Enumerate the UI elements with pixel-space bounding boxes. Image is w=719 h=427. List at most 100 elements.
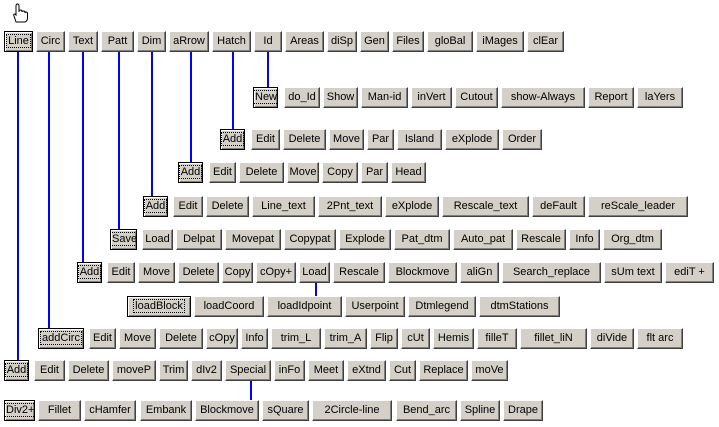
text-edit-button[interactable]: ediT +: [665, 262, 714, 283]
line-extnd-button[interactable]: eXtnd: [347, 360, 386, 381]
special-div2-button[interactable]: Div2+: [4, 400, 35, 421]
hatch-order-button[interactable]: Order: [502, 129, 542, 150]
id-new-button[interactable]: New: [253, 87, 278, 108]
text-move-button[interactable]: Move: [138, 262, 175, 283]
dim-line-text-button[interactable]: Line_text: [252, 196, 315, 217]
line-add-button[interactable]: Add: [4, 360, 29, 381]
circ-hemis-button[interactable]: Hemis: [433, 328, 474, 349]
circ-divide-button[interactable]: diVide: [590, 328, 634, 349]
textload-loadcoord-button[interactable]: loadCoord: [194, 296, 264, 317]
line-trim-button[interactable]: Trim: [159, 360, 188, 381]
special-embank-button[interactable]: Embank: [140, 400, 192, 421]
text-rescale-button[interactable]: Rescale: [333, 262, 385, 283]
hatch-add-button[interactable]: Add: [220, 129, 245, 150]
circ-flt-arc-button[interactable]: flt arc: [637, 328, 683, 349]
patt-pat-dtm-button[interactable]: Pat_dtm: [394, 229, 450, 250]
dim-edit-button[interactable]: Edit: [173, 196, 203, 217]
main-clear-button[interactable]: clEar: [527, 31, 564, 52]
circ-edit-button[interactable]: Edit: [89, 328, 116, 349]
textload-dtmlegend-button[interactable]: Dtmlegend: [408, 296, 476, 317]
textload-userpoint-button[interactable]: Userpoint: [345, 296, 405, 317]
id-show-always-button[interactable]: show-Always: [501, 87, 585, 108]
text-align-button[interactable]: aliGn: [460, 262, 499, 283]
arrow-move-button[interactable]: Move: [287, 162, 319, 183]
dim-delete-button[interactable]: Delete: [206, 196, 249, 217]
main-line-button[interactable]: Line: [4, 31, 33, 52]
patt-load-button[interactable]: Load: [142, 229, 173, 250]
id-layers-button[interactable]: laYers: [637, 87, 683, 108]
textload-loadblock-button[interactable]: loadBlock: [127, 296, 191, 317]
patt-rescale-button[interactable]: Rescale: [516, 229, 566, 250]
text-load-button[interactable]: Load: [299, 262, 330, 283]
main-files-button[interactable]: Files: [392, 31, 424, 52]
special-chamfer-button[interactable]: cHamfer: [84, 400, 136, 421]
text-sum-text-button[interactable]: sUm text: [604, 262, 662, 283]
line-delete-button[interactable]: Delete: [68, 360, 109, 381]
dim-explode-button[interactable]: eXplode: [385, 196, 439, 217]
hatch-delete-button[interactable]: Delete: [283, 129, 326, 150]
dim-2pnt-text-button[interactable]: 2Pnt_text: [318, 196, 382, 217]
text-edit-button[interactable]: Edit: [107, 262, 135, 283]
main-areas-button[interactable]: Areas: [285, 31, 324, 52]
dim-default-button[interactable]: deFault: [532, 196, 585, 217]
special-drape-button[interactable]: Drape: [503, 400, 543, 421]
main-dim-button[interactable]: Dim: [137, 31, 166, 52]
line-div2-button[interactable]: dIv2: [191, 360, 222, 381]
arrow-add-button[interactable]: Add: [178, 162, 203, 183]
text-search-replace-button[interactable]: Search_replace: [502, 262, 601, 283]
main-id-button[interactable]: Id: [254, 31, 282, 52]
circ-trim-a-button[interactable]: trim_A: [324, 328, 367, 349]
circ-trim-l-button[interactable]: trim_L: [271, 328, 321, 349]
arrow-delete-button[interactable]: Delete: [239, 162, 284, 183]
circ-cut-button[interactable]: cUt: [401, 328, 430, 349]
circ-fillet-button[interactable]: filleT: [477, 328, 517, 349]
circ-move-button[interactable]: Move: [119, 328, 156, 349]
arrow-par-button[interactable]: Par: [361, 162, 388, 183]
line-movep-button[interactable]: moveP: [112, 360, 156, 381]
textload-loadidpoint-button[interactable]: loadIdpoint: [267, 296, 342, 317]
circ-flip-button[interactable]: Flip: [370, 328, 398, 349]
main-text-button[interactable]: Text: [68, 31, 98, 52]
main-disp-button[interactable]: diSp: [327, 31, 357, 52]
dim-rescale-leader-button[interactable]: reScale_leader: [588, 196, 688, 217]
line-replace-button[interactable]: Replace: [419, 360, 468, 381]
hatch-par-button[interactable]: Par: [367, 129, 394, 150]
circ-addcirc-button[interactable]: addCirc: [38, 328, 84, 349]
hatch-island-button[interactable]: Island: [397, 129, 442, 150]
hatch-move-button[interactable]: Move: [329, 129, 364, 150]
main-images-button[interactable]: iMages: [476, 31, 524, 52]
line-info-button[interactable]: inFo: [274, 360, 305, 381]
id-man-id-button[interactable]: Man-id: [361, 87, 408, 108]
main-patt-button[interactable]: Patt: [101, 31, 134, 52]
id-invert-button[interactable]: inVert: [411, 87, 452, 108]
special-fillet-button[interactable]: Fillet: [38, 400, 81, 421]
arrow-copy-button[interactable]: Copy: [322, 162, 358, 183]
circ-info-button[interactable]: Info: [241, 328, 268, 349]
line-meet-button[interactable]: Meet: [308, 360, 344, 381]
hatch-edit-button[interactable]: Edit: [251, 129, 280, 150]
line-move-button[interactable]: moVe: [471, 360, 508, 381]
line-special-button[interactable]: Special: [225, 360, 271, 381]
patt-save-button[interactable]: Save: [110, 229, 137, 250]
hatch-explode-button[interactable]: eXplode: [445, 129, 499, 150]
patt-info-button[interactable]: Info: [569, 229, 600, 250]
dim-add-button[interactable]: Add: [143, 196, 168, 217]
patt-auto-pat-button[interactable]: Auto_pat: [453, 229, 513, 250]
line-edit-button[interactable]: Edit: [34, 360, 65, 381]
special-blockmove-button[interactable]: Blockmove: [195, 400, 259, 421]
id-report-button[interactable]: Report: [588, 87, 634, 108]
patt-movepat-button[interactable]: Movepat: [225, 229, 281, 250]
patt-delpat-button[interactable]: Delpat: [176, 229, 222, 250]
main-global-button[interactable]: gloBal: [427, 31, 473, 52]
dim-rescale-text-button[interactable]: Rescale_text: [442, 196, 529, 217]
patt-explode-button[interactable]: Explode: [339, 229, 391, 250]
main-arrow-button[interactable]: aRrow: [169, 31, 209, 52]
text-blockmove-button[interactable]: Blockmove: [388, 262, 457, 283]
main-hatch-button[interactable]: Hatch: [212, 31, 251, 52]
line-cut-button[interactable]: Cut: [389, 360, 416, 381]
special-spline-button[interactable]: Spline: [460, 400, 500, 421]
circ-delete-button[interactable]: Delete: [159, 328, 203, 349]
special-square-button[interactable]: sQuare: [262, 400, 309, 421]
text-add-button[interactable]: Add: [77, 262, 102, 283]
arrow-edit-button[interactable]: Edit: [209, 162, 236, 183]
